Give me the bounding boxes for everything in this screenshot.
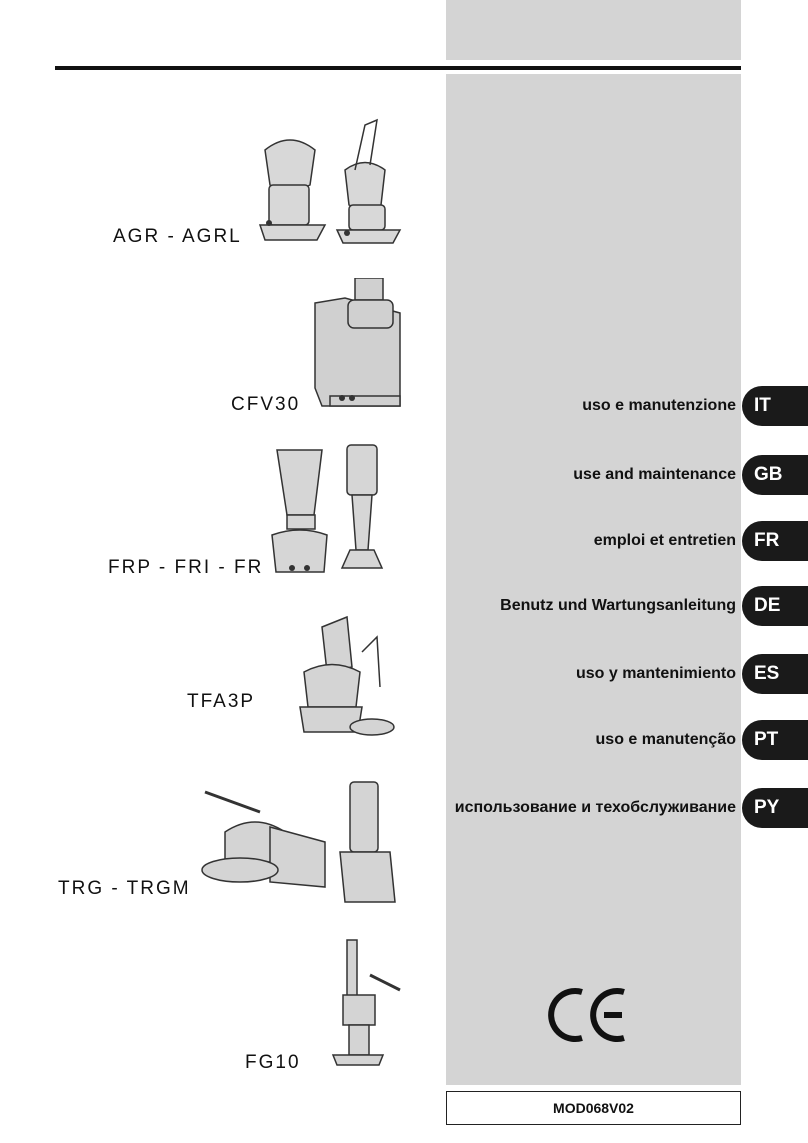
ice-crusher-trg-image [201,781,396,903]
language-tab-es[interactable]: ES [742,654,808,694]
language-label: uso e manutenzione [582,397,736,414]
header-rule [55,66,741,70]
model-label-tfa3p: TFA3P [187,691,256,712]
language-tab-pt[interactable]: PT [742,720,808,760]
model-label-frp: FRP - FRI - FR [108,557,264,578]
language-tab-fr[interactable]: FR [742,521,808,561]
language-tab-it[interactable]: IT [742,386,808,426]
language-label: use and maintenance [573,466,736,483]
language-row-pt[interactable]: uso e manutenção PT [596,720,808,760]
document-code: MOD068V02 [446,1091,741,1125]
language-row-gb[interactable]: use and maintenance GB [573,455,808,495]
language-row-fr[interactable]: emploi et entretien FR [594,521,808,561]
juicer-fg10-image [331,939,401,1066]
language-label: использование и техобслуживание [454,799,736,816]
language-panel [446,74,741,1085]
language-label: emploi et entretien [593,532,736,549]
ce-mark-icon [548,988,625,1042]
language-label: uso y mantenimiento [575,665,736,682]
language-label: uso e manutenção [595,731,736,748]
juicer-agr-image [258,118,402,244]
model-label-trg: TRG - TRGM [58,878,191,899]
language-row-es[interactable]: uso y mantenimiento ES [576,654,808,694]
language-row-py[interactable]: использование и техобслуживание PY [455,788,808,828]
juicer-cfv30-image [314,278,401,407]
header-gray-block [446,0,741,60]
model-label-cfv30: CFV30 [231,394,301,415]
model-label-fg10: FG10 [245,1052,301,1073]
language-row-de[interactable]: Benutz und Wartungsanleitung DE [500,586,808,626]
juicer-tfa3p-image [299,615,395,736]
model-label-agr: AGR - AGRL [113,226,242,247]
language-tab-py[interactable]: PY [742,788,808,828]
language-row-it[interactable]: uso e manutenzione IT [582,386,808,426]
language-tab-de[interactable]: DE [742,586,808,626]
language-tab-gb[interactable]: GB [742,455,808,495]
language-label: Benutz und Wartungsanleitung [500,597,736,614]
blender-frp-image [271,444,384,573]
